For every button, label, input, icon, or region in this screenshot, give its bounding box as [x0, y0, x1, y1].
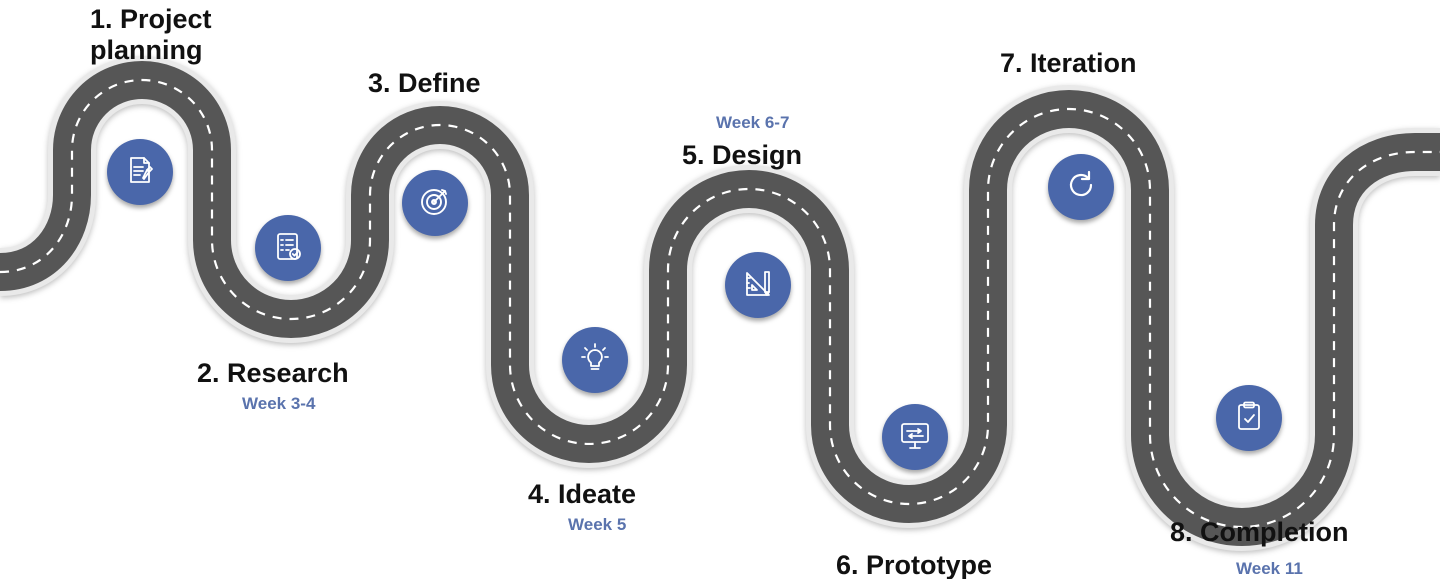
step-4-week: Week 5 — [568, 515, 627, 534]
step-8-badge — [1216, 385, 1282, 451]
step-5-badge — [725, 252, 791, 318]
step-7-title: 7. Iteration — [1000, 48, 1137, 78]
lightbulb-icon — [578, 341, 612, 380]
step-3-badge — [402, 170, 468, 236]
step-1-badge — [107, 139, 173, 205]
step-2-badge — [255, 215, 321, 281]
step-2-week: Week 3-4 — [242, 394, 316, 413]
step-3-title: 3. Define — [368, 68, 481, 98]
step-8-title: 8. Completion — [1170, 517, 1349, 547]
clipboard-check-icon — [1232, 399, 1266, 438]
step-6-title: 6. Prototype — [836, 550, 993, 579]
step-4-badge — [562, 327, 628, 393]
checklist-icon — [271, 229, 305, 268]
step-1-title-line-1: 1. Project — [90, 4, 212, 34]
step-6-badge — [882, 404, 948, 470]
step-7-badge — [1048, 154, 1114, 220]
lane-marking — [0, 78, 1440, 529]
monitor-icon — [898, 418, 932, 457]
step-4-title: 4. Ideate — [528, 479, 637, 509]
step-1-title: 1. Project planning — [90, 4, 212, 66]
step-5-title: 5. Design — [682, 140, 803, 170]
step-5-week: Week 6-7 — [716, 113, 790, 132]
ruler-pencil-icon — [741, 266, 775, 305]
step-8-week: Week 11 — [1236, 559, 1303, 578]
document-pen-icon — [123, 153, 157, 192]
target-icon — [418, 184, 452, 223]
step-2-title: 2. Research — [197, 358, 349, 388]
step-1-title-line-2: planning — [90, 35, 203, 65]
refresh-icon — [1064, 168, 1098, 207]
